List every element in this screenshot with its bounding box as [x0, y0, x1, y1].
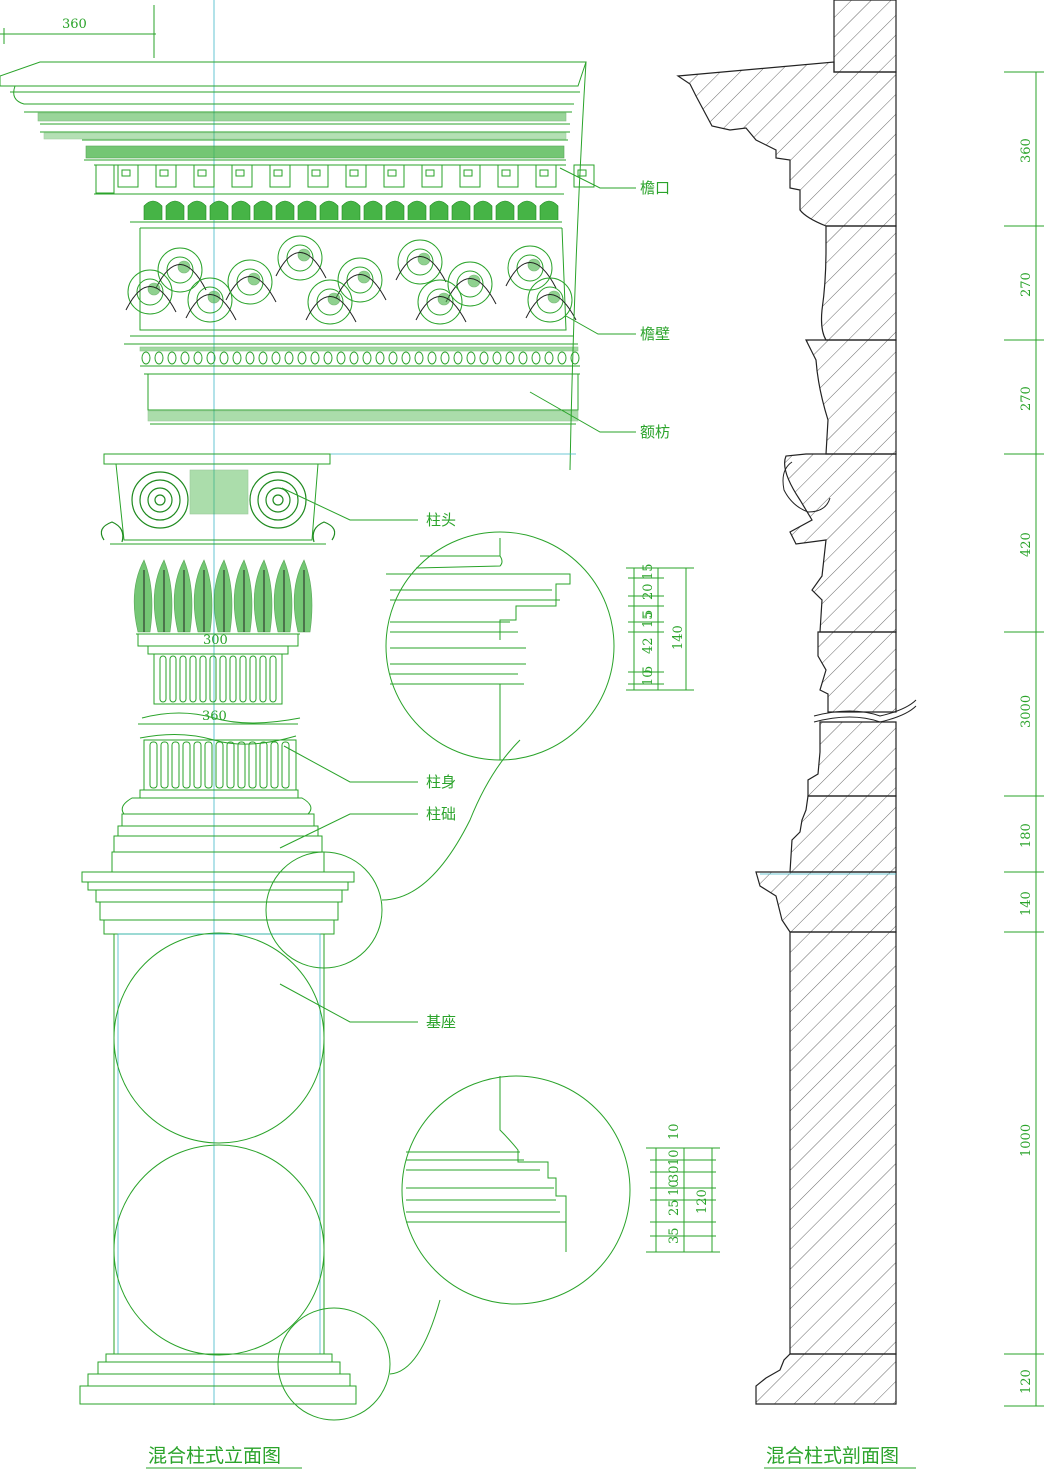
elevation-title: 混合柱式立面图: [148, 1445, 281, 1467]
detail-lower-dim: 10: [667, 1123, 682, 1140]
architrave: [110, 61, 587, 471]
detail-lower-dim: 10: [667, 1149, 682, 1166]
detail-upper-dim: 10: [641, 669, 656, 686]
detail-lower-dim: 35: [667, 1227, 682, 1244]
pedestal: [79, 871, 357, 1405]
detail-lower-dim: 10: [667, 1179, 682, 1196]
label-capital: 柱头: [426, 511, 456, 529]
elevation-view: 360: [0, 0, 720, 1469]
egg-and-dart-band: [143, 200, 559, 220]
section-dimension: 270: [1019, 386, 1034, 411]
volute-right: [249, 471, 307, 529]
top-dimension-value: 360: [62, 17, 87, 32]
shaft-width-dimension: 360: [202, 709, 227, 724]
section-dimension: 140: [1019, 891, 1034, 916]
section-dimension: 270: [1019, 272, 1034, 297]
neck-width-dimension: 300: [203, 633, 228, 648]
section-dimension: 420: [1019, 532, 1034, 557]
frieze-scrollwork: [125, 235, 577, 325]
pedestal-circle-lower: [113, 1144, 325, 1356]
label-frieze: 檐壁: [640, 325, 670, 343]
capital: 300: [100, 453, 336, 655]
detail-upper-dim: 15: [641, 611, 656, 628]
detail-upper-total: 140: [671, 625, 686, 650]
section-dimension: 180: [1019, 823, 1034, 848]
acanthus-leaves: [100, 521, 336, 633]
detail-upper-dim: 5: [641, 610, 656, 618]
label-base: 柱础: [426, 805, 456, 823]
dentil-band: [117, 164, 595, 188]
detail-lower-dim: 30: [667, 1165, 682, 1182]
column-base: [111, 789, 325, 873]
volute-left: [131, 471, 189, 529]
section-dimension: 1000: [1019, 1124, 1034, 1157]
detail-upper-dim: 20: [641, 583, 656, 600]
detail-lower-dim: 25: [667, 1199, 682, 1216]
bead-band: [141, 351, 580, 365]
top-dimension: 360: [0, 5, 156, 58]
frieze: [124, 227, 580, 375]
label-shaft: 柱身: [426, 773, 456, 791]
detail-upper-dim: 15: [641, 563, 656, 580]
section-title: 混合柱式剖面图: [766, 1445, 899, 1467]
leaders: [279, 167, 636, 1023]
label-cornice: 檐口: [640, 179, 670, 197]
section-view: 360 270 270 420 3000 180 140 1000 120 混合柱式剖面图: [676, 0, 1044, 1469]
section-dimension: 3000: [1019, 695, 1034, 728]
detail-lower-total: 120: [695, 1189, 710, 1214]
section-dimension: 360: [1019, 138, 1034, 163]
section-dimension: 120: [1019, 1369, 1034, 1394]
shaft: 360: [138, 653, 301, 791]
label-pedestal: 基座: [426, 1013, 456, 1031]
cornice: [0, 61, 595, 229]
detail-upper-dim: 5: [641, 666, 656, 674]
detail-upper-dim: 42: [641, 637, 656, 654]
pedestal-circle-upper: [113, 932, 325, 1144]
label-architrave: 额枋: [640, 423, 670, 441]
